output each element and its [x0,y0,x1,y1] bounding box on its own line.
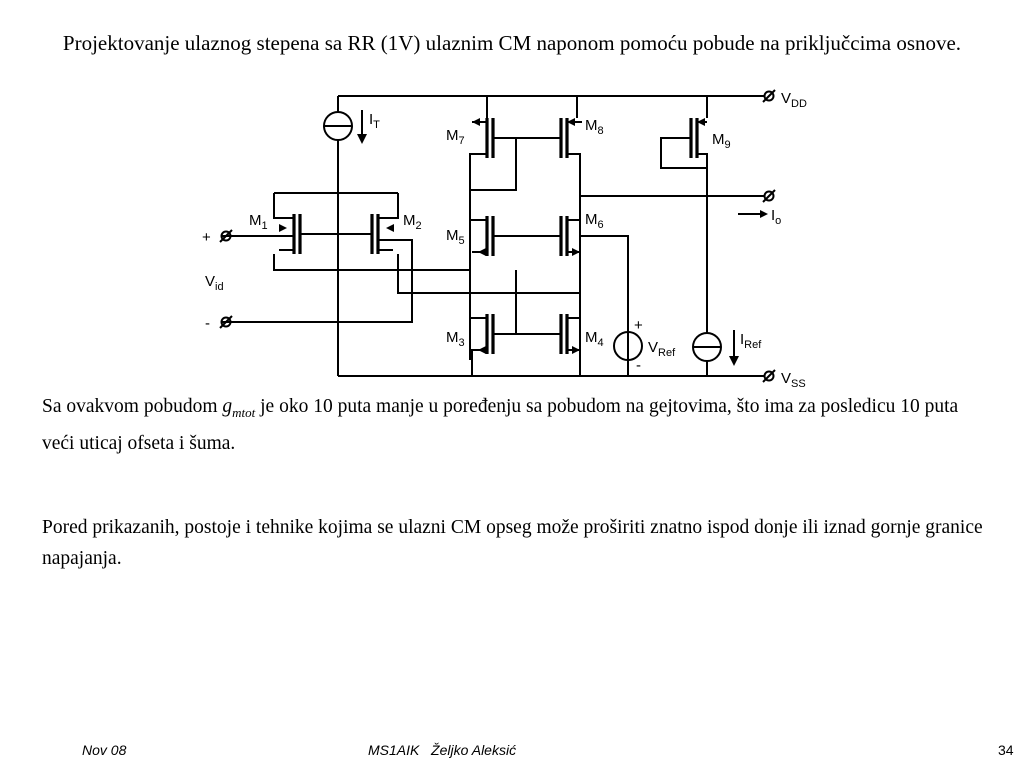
vref-minus-label: - [636,357,641,374]
input-pair [222,192,580,323]
footer-page-number: 34 [998,742,1014,758]
m5-label: M5 [446,227,465,247]
footer-course-author: MS1AIK Željko Aleksić [368,742,517,758]
m7-label: M7 [446,127,465,147]
io-label: Io [771,207,781,227]
gmtot-symbol: gmtot [222,396,256,420]
paragraph-techniques: Pored prikazanih, postoje i tehnike koji… [42,517,983,569]
vss-terminal [762,369,776,383]
input-terminals [219,229,233,329]
m3-label: M3 [446,329,465,349]
footer-date: Nov 08 [82,742,127,758]
m9-and-iref [660,96,739,376]
it-label: IT [369,111,380,131]
m8-label: M8 [585,117,604,137]
para1-before: Sa ovakvom pobudom [42,396,223,417]
vdd-label: VDD [781,90,807,110]
m2-label: M2 [403,212,422,232]
input-plus-label: + [202,229,211,246]
tail-current-source [323,96,367,193]
para1-after: je oko 10 puta manje u poređenju sa pobu… [42,396,959,454]
vid-label: Vid [205,273,224,293]
slide-title: Projektovanje ulaznog stepena sa RR (1V)… [62,31,962,55]
vss-label: VSS [781,370,806,390]
iref-label: IRef [740,331,762,351]
vref-source [613,331,643,376]
m9-label: M9 [712,131,731,151]
cascode-pair [470,195,765,338]
output-terminal [738,189,776,218]
pmos-mirror [469,96,582,360]
m4-label: M4 [585,329,604,349]
input-minus-label: - [205,315,210,332]
vdd-terminal [762,89,776,103]
nmos-mirror [470,270,581,376]
m6-label: M6 [585,211,604,231]
vref-plus-label: + [634,317,643,334]
paragraph-gmtot: Sa ovakvom pobudom gmtot je oko 10 puta … [42,391,992,459]
vref-label: VRef [648,339,676,359]
m1-label: M1 [249,212,268,232]
